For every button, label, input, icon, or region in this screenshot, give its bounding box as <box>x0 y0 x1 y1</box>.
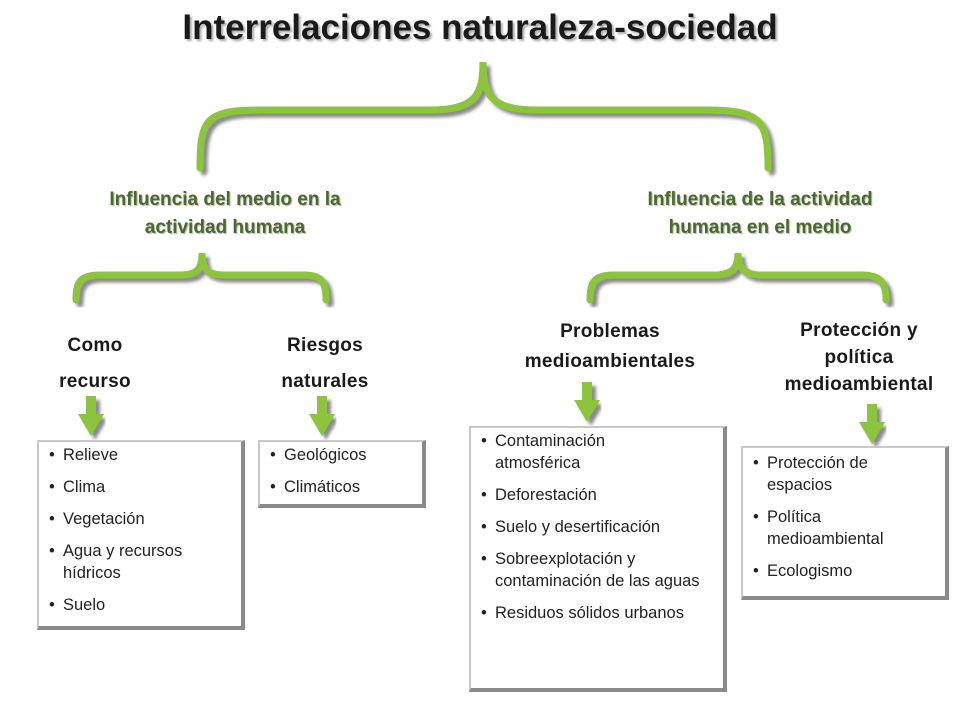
list-item: Ecologismo <box>747 560 945 582</box>
list-item: Vegetación <box>43 508 241 530</box>
item-list: Protección de espacios Política medioamb… <box>747 452 945 582</box>
list-item: Sobreexplotación y contaminación de las … <box>475 548 710 592</box>
arrow-como-recurso <box>78 396 104 436</box>
heading-proteccion: Protección y política medioambiental <box>760 317 958 398</box>
heading-problemas: Problemas medioambientales <box>490 317 730 377</box>
list-item: Residuos sólidos urbanos <box>475 602 685 624</box>
heading-line: recurso <box>59 371 131 392</box>
list-item: Contaminación atmosférica <box>475 430 685 474</box>
list-box-como-recurso: Relieve Clima Vegetación Agua y recursos… <box>37 440 245 630</box>
heading-line: Protección y <box>800 320 918 341</box>
right-brace <box>586 252 890 304</box>
list-item: Protección de espacios <box>747 452 927 496</box>
arrow-proteccion <box>859 404 885 444</box>
heading-riesgos-naturales: Riesgos naturales <box>245 328 405 400</box>
heading-line: humana en el medio <box>668 217 852 238</box>
arrow-problemas <box>574 382 600 422</box>
item-list: Relieve Clima Vegetación Agua y recursos… <box>43 444 241 616</box>
arrow-riesgos <box>309 396 335 436</box>
list-box-riesgos: Geológicos Climáticos <box>258 440 426 508</box>
list-item: Política medioambiental <box>747 506 937 550</box>
list-item: Agua y recursos hídricos <box>43 540 223 584</box>
item-list: Geológicos Climáticos <box>264 444 422 498</box>
heading-line: Como <box>67 335 123 356</box>
list-item: Relieve <box>43 444 241 466</box>
list-box-proteccion: Protección de espacios Política medioamb… <box>741 446 949 600</box>
heading-line: política <box>824 347 894 368</box>
page-title: Interrelaciones naturaleza-sociedad <box>182 8 778 47</box>
list-item: Climáticos <box>264 476 422 498</box>
heading-line: Riesgos <box>286 335 363 356</box>
left-brace <box>72 252 330 304</box>
heading-influencia-medio: Influencia del medio en la actividad hum… <box>40 186 410 242</box>
heading-como-recurso: Como recurso <box>20 328 170 400</box>
list-item: Clima <box>43 476 241 498</box>
item-list: Contaminación atmosférica Deforestación … <box>475 430 723 624</box>
heading-line: naturales <box>281 371 369 392</box>
heading-line: Problemas <box>560 321 660 342</box>
list-item: Suelo <box>43 594 241 616</box>
list-item: Deforestación <box>475 484 723 506</box>
heading-line: medioambientales <box>524 351 696 372</box>
heading-line: Influencia del medio en la <box>109 189 341 210</box>
list-item: Geológicos <box>264 444 422 466</box>
heading-influencia-actividad: Influencia de la actividad humana en el … <box>575 186 945 242</box>
top-brace <box>196 61 772 172</box>
heading-line: medioambiental <box>784 374 934 395</box>
heading-line: Influencia de la actividad <box>647 189 873 210</box>
heading-line: actividad humana <box>144 217 306 238</box>
list-item: Suelo y desertificación <box>475 516 723 538</box>
list-box-problemas: Contaminación atmosférica Deforestación … <box>469 426 727 692</box>
